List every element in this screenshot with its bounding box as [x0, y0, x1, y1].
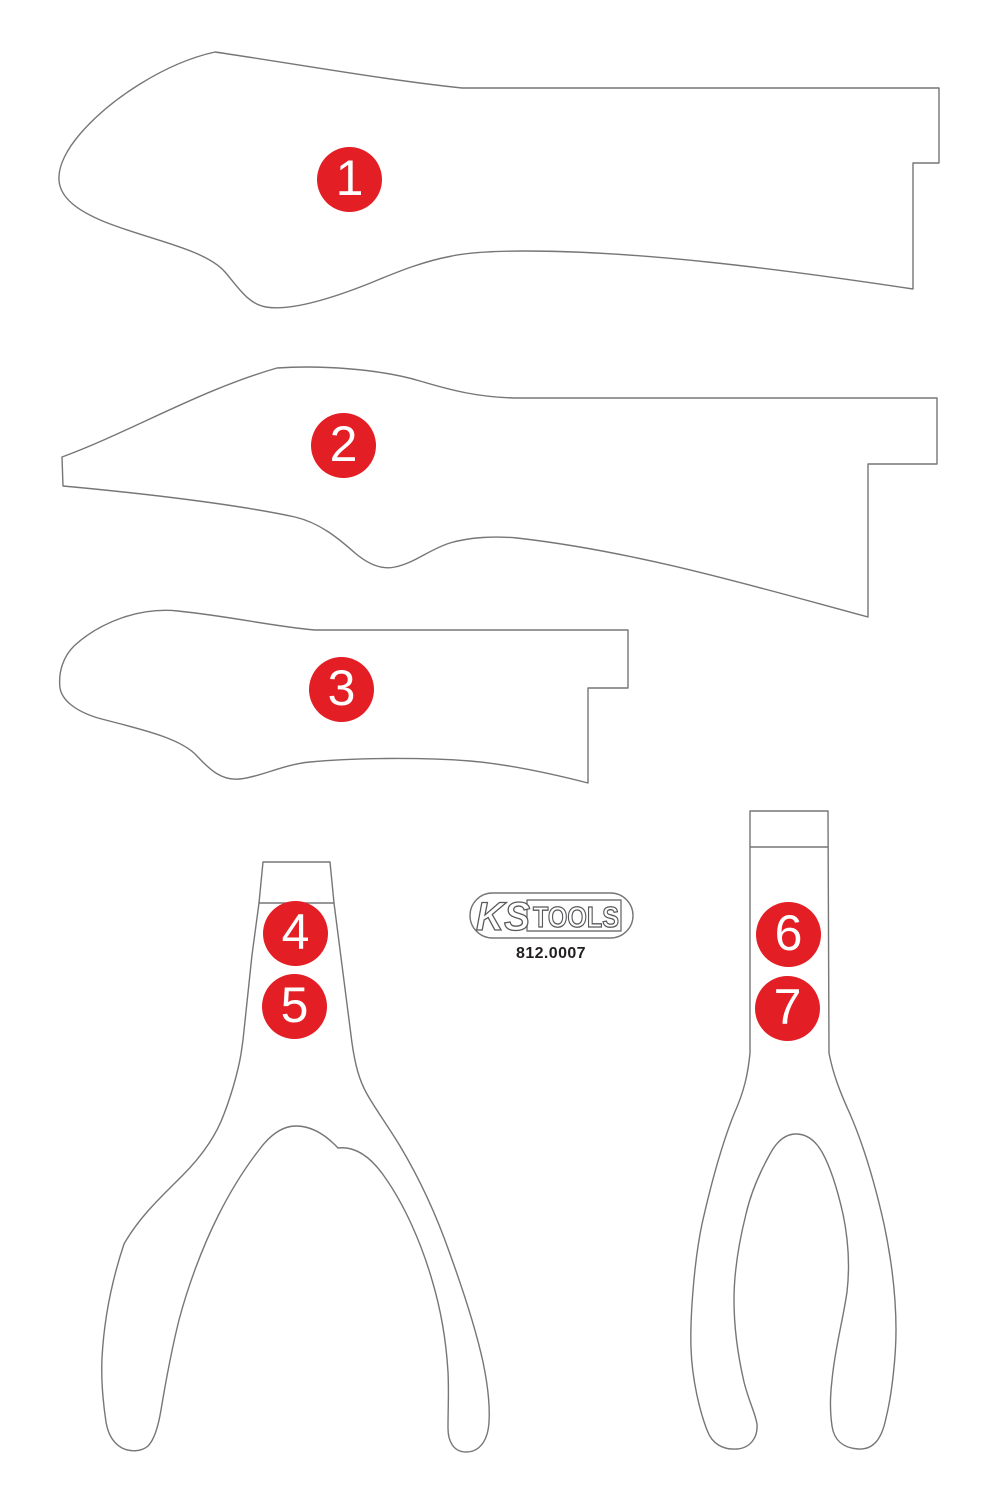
pliers-narrow-body — [690, 810, 897, 1450]
pointed-blade-outline-icon — [61, 366, 938, 618]
logo-tools-text: TOOLS — [533, 902, 619, 934]
logo-tools-box — [526, 899, 622, 932]
part-marker-4: 4 — [263, 901, 328, 966]
part-marker-5: 5 — [262, 974, 327, 1039]
ks-tools-logo: KS TOOLS — [469, 892, 634, 940]
wedge-tool-outline-large-icon — [58, 51, 940, 309]
part-marker-1: 1 — [317, 147, 382, 212]
part-marker-6: 6 — [756, 902, 821, 967]
part-marker-3: 3 — [309, 657, 374, 722]
part-number-label: 812.0007 — [516, 945, 586, 962]
part-marker-7: 7 — [755, 976, 820, 1041]
logo-ks-text: KS — [476, 895, 530, 939]
pliers-outline-narrow-icon — [690, 810, 897, 1450]
part-marker-2: 2 — [311, 413, 376, 478]
